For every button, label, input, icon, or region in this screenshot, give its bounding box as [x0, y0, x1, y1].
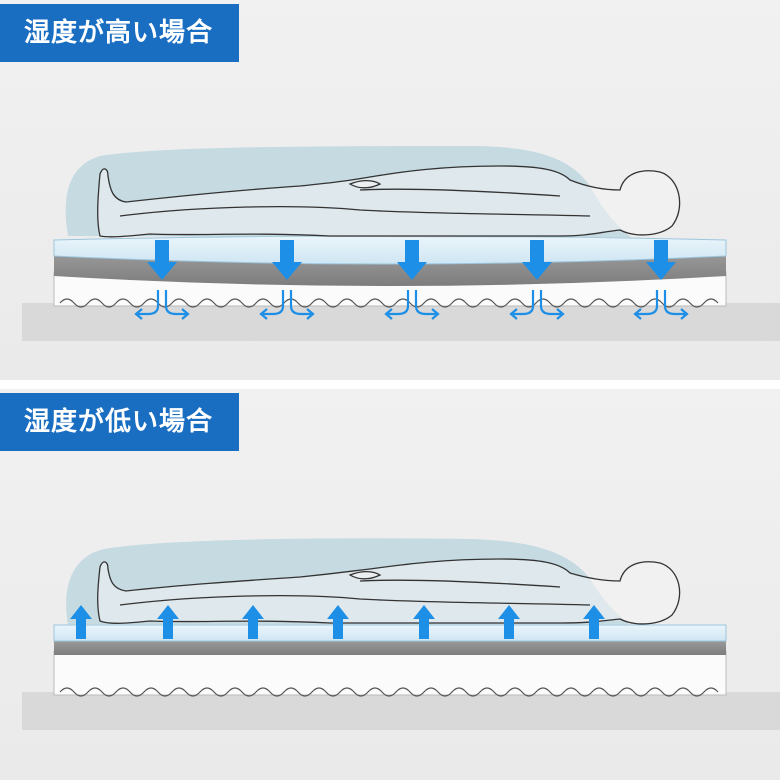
person-outline [97, 558, 681, 625]
top-layer [53, 624, 727, 642]
moisture-up-arrows [70, 605, 605, 639]
floor [22, 692, 780, 730]
low-humidity-diagram [22, 538, 780, 730]
mattress-wave [59, 687, 719, 697]
down-arrow-icon [259, 240, 315, 320]
up-arrow-icon [157, 605, 179, 639]
up-arrow-icon [327, 605, 349, 639]
gray-layer [54, 641, 726, 655]
mattress-wave [59, 298, 719, 308]
up-arrow-icon [498, 605, 520, 639]
down-arrow-icon [633, 240, 689, 320]
down-arrow-icon [134, 240, 190, 320]
high-humidity-title: 湿度が高い場合 [0, 4, 240, 62]
down-arrow-icon [509, 240, 565, 320]
moisture-down-arrows [134, 240, 689, 320]
up-arrow-icon [583, 605, 605, 639]
person-outline [97, 165, 681, 238]
floor [22, 303, 780, 341]
mattress-base [53, 650, 727, 696]
high-humidity-diagram [22, 146, 780, 341]
up-arrow-icon [70, 605, 92, 639]
down-arrow-icon [384, 240, 440, 320]
low-humidity-title: 湿度が低い場合 [0, 393, 240, 451]
up-arrow-icon [242, 605, 264, 639]
up-arrow-icon [413, 605, 435, 639]
top-layer [53, 235, 727, 265]
